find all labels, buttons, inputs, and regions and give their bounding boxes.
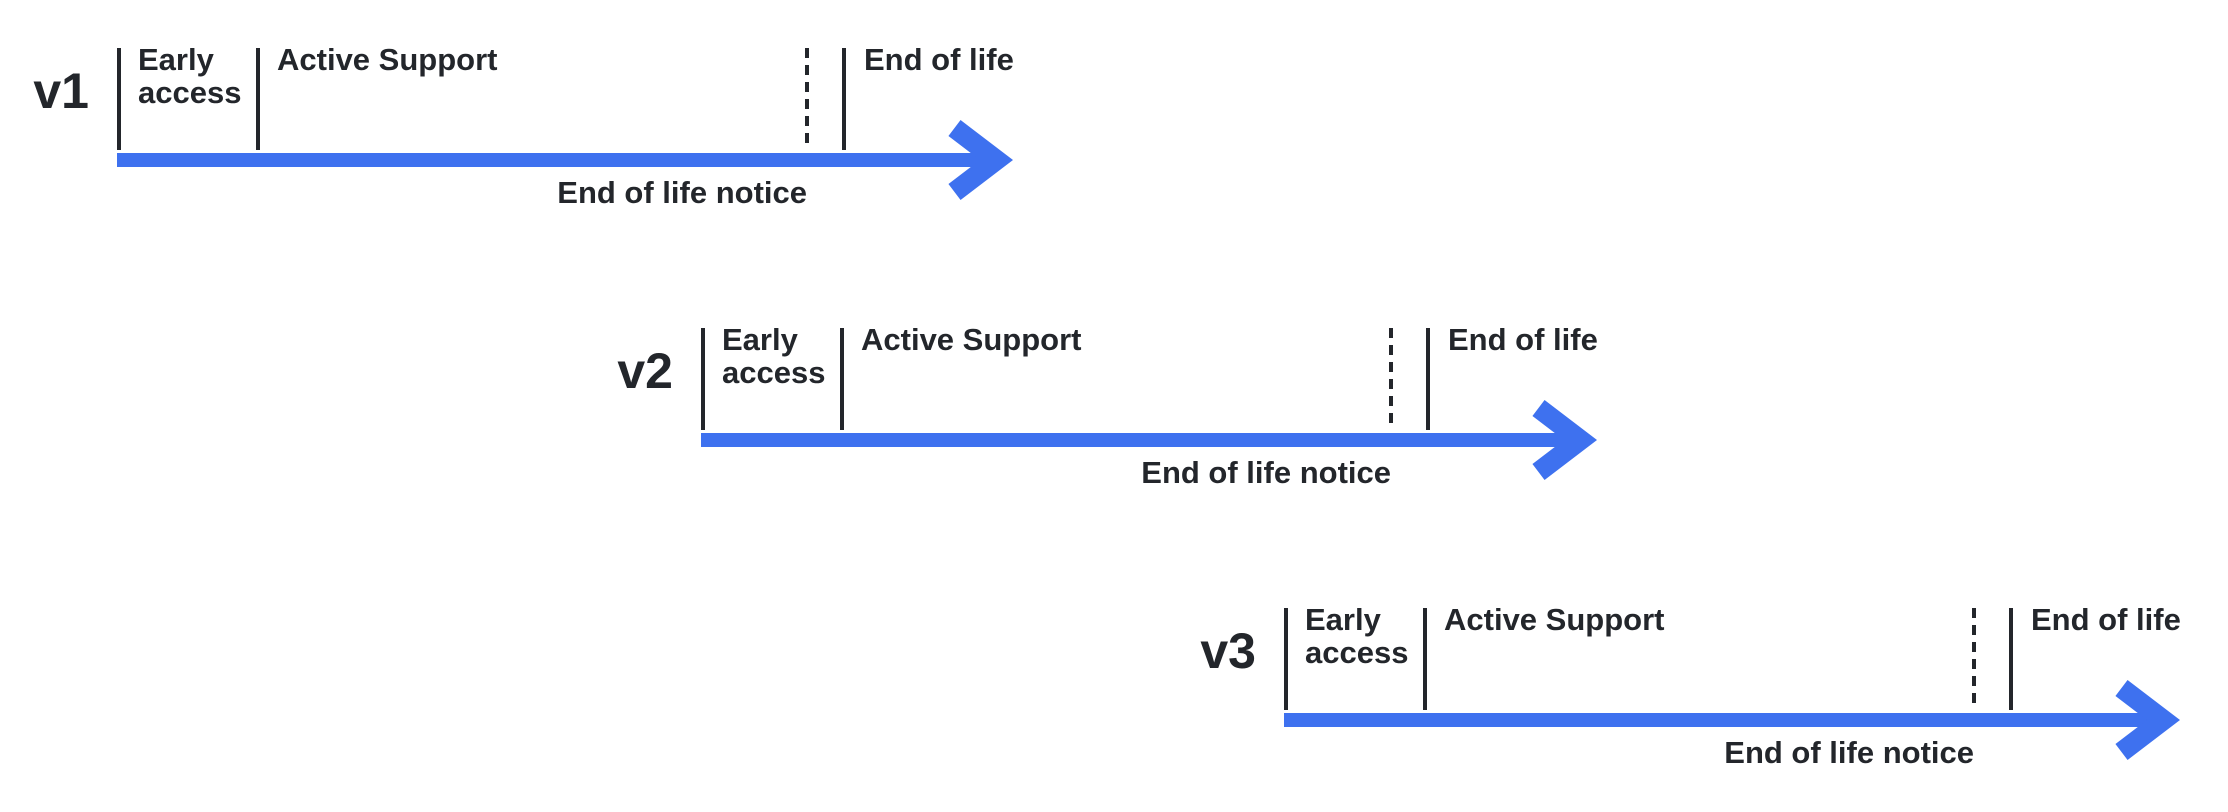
timeline-bar xyxy=(701,433,1581,447)
timeline-v2: v2 Early access Active Support End of li… xyxy=(593,323,1613,498)
early-access-label: Early access xyxy=(722,322,826,390)
arrowhead-icon xyxy=(2115,680,2181,760)
early-access-start-tick xyxy=(701,328,705,430)
early-access-start-tick xyxy=(1284,608,1288,710)
end-of-life-label: End of life xyxy=(864,42,1014,77)
end-of-life-label: End of life xyxy=(1448,322,1598,357)
end-of-life-tick xyxy=(2009,608,2013,710)
timeline-v1: v1 Early access Active Support End of li… xyxy=(9,43,1029,218)
eol-notice-dashed-tick xyxy=(1389,328,1393,428)
early-access-label: Early access xyxy=(1305,602,1409,670)
end-of-life-label: End of life xyxy=(2031,602,2181,637)
eol-notice-label: End of life notice xyxy=(1724,735,1974,770)
early-access-start-tick xyxy=(117,48,121,150)
timeline-bar xyxy=(117,153,997,167)
timeline-bar xyxy=(1284,713,2164,727)
version-label: v3 xyxy=(1200,623,1256,679)
eol-notice-label: End of life notice xyxy=(1141,455,1391,490)
active-support-label: Active Support xyxy=(1444,602,1665,637)
active-support-label: Active Support xyxy=(861,322,1082,357)
version-label: v2 xyxy=(617,343,673,399)
active-support-start-tick xyxy=(1423,608,1427,710)
early-access-label: Early access xyxy=(138,42,242,110)
timeline-v3: v3 Early access Active Support End of li… xyxy=(1176,603,2196,778)
end-of-life-tick xyxy=(842,48,846,150)
active-support-start-tick xyxy=(840,328,844,430)
eol-notice-dashed-tick xyxy=(805,48,809,148)
version-label: v1 xyxy=(33,63,89,119)
end-of-life-tick xyxy=(1426,328,1430,430)
arrowhead-icon xyxy=(948,120,1014,200)
eol-notice-dashed-tick xyxy=(1972,608,1976,708)
eol-notice-label: End of life notice xyxy=(557,175,807,210)
active-support-label: Active Support xyxy=(277,42,498,77)
active-support-start-tick xyxy=(256,48,260,150)
arrowhead-icon xyxy=(1532,400,1598,480)
